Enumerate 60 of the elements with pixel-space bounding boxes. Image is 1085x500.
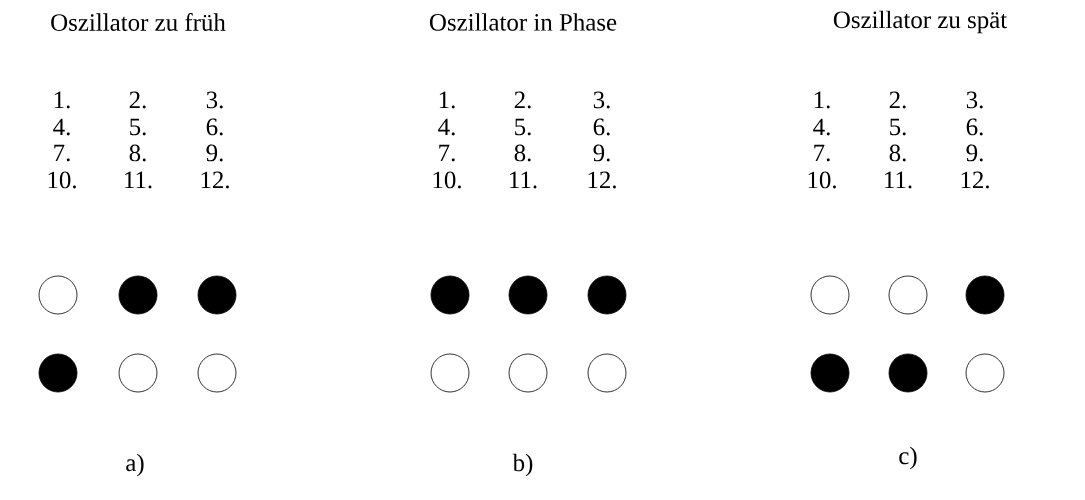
circle [118,353,158,393]
number-label: 10. [433,171,461,189]
filled-circle [430,275,470,315]
number-label: 4. [438,118,455,136]
panel-title: Oszillator zu früh [51,13,226,31]
number-label: 11. [510,171,537,189]
circle [197,353,237,393]
number-label: 10. [808,171,836,189]
panel-label: a) [126,453,144,477]
number-label: 8. [514,144,531,162]
number-label: 7. [54,144,70,162]
circle [888,275,928,315]
filled-circle [965,275,1005,315]
number-label: 12. [961,171,989,189]
circle [810,275,850,315]
panel-title: Oszillator in Phase [429,13,617,31]
number-label: 12. [588,171,616,189]
number-label: 1. [54,91,70,109]
number-label: 2. [129,91,146,109]
number-label: 3. [593,91,610,109]
circle [965,353,1005,393]
number-label: 5. [890,118,906,136]
circle [38,275,78,315]
number-label: 9. [593,144,610,162]
filled-circle [118,275,158,315]
number-label: 1. [814,91,830,109]
number-label: 4. [53,118,70,136]
number-label: 2. [889,91,906,109]
number-label: 8. [129,144,146,162]
number-label: 6. [966,118,983,136]
number-label: 2. [514,91,531,109]
filled-circle [810,353,850,393]
panel-title: Oszillator zu spät [833,10,1008,34]
number-label: 4. [813,118,830,136]
filled-circle [888,353,928,393]
number-label: 5. [130,118,146,136]
number-label: 10. [48,171,76,189]
number-label: 9. [966,144,983,162]
number-label: 1. [439,91,455,109]
number-label: 7. [814,144,830,162]
circle [587,353,627,393]
panel-label: b) [512,453,533,477]
filled-circle [587,275,627,315]
number-label: 3. [206,91,223,109]
number-label: 6. [593,118,610,136]
number-label: 3. [966,91,983,109]
number-label: 6. [206,118,223,136]
number-label: 12. [201,171,229,189]
number-label: 8. [889,144,906,162]
filled-circle [508,275,548,315]
panel-label: c) [899,446,917,470]
number-label: 11. [125,171,152,189]
number-label: 7. [439,144,455,162]
number-label: 11. [885,171,912,189]
number-label: 9. [206,144,223,162]
circle [430,353,470,393]
filled-circle [197,275,237,315]
filled-circle [38,353,78,393]
circle [508,353,548,393]
number-label: 5. [515,118,531,136]
